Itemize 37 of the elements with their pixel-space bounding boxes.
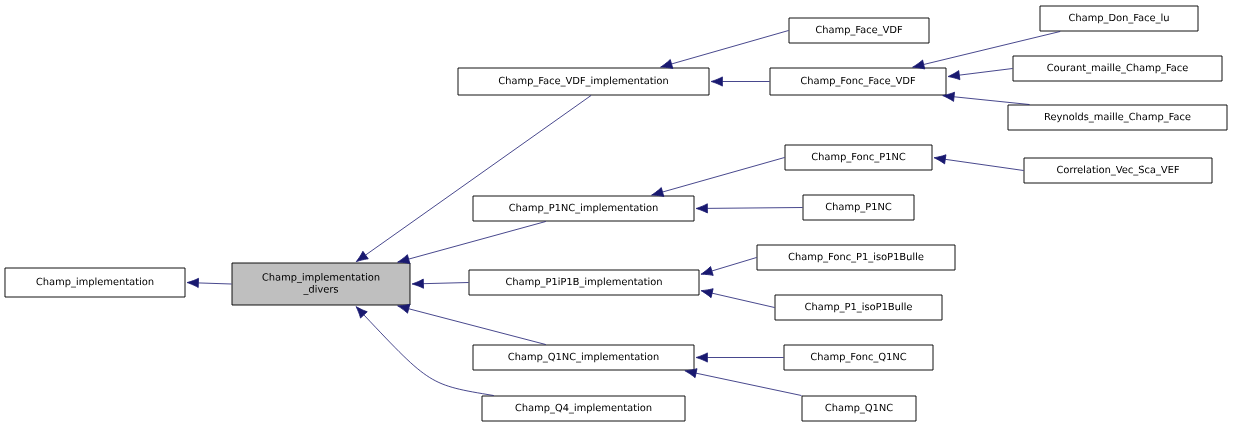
class-box: Champ_P1NC [802,194,915,221]
arrow [710,76,770,87]
arrow [411,278,469,289]
arrow [700,288,775,308]
arrow [355,95,592,263]
class-box: Champ_Fonc_Q1NC [783,344,934,371]
class-box: Champ_Face_VDF_implementation [457,67,710,96]
arrow [684,368,802,396]
class-box: Champ_implementation _divers [231,262,411,306]
class-box: Champ_Face_VDF [788,17,930,44]
class-box: Correlation_Vec_Sca_VEF [1023,157,1213,184]
arrow [355,306,495,396]
class-box: Champ_P1_isoP1Bulle [774,294,943,321]
arrow [933,154,1024,171]
arrow [700,257,757,276]
class-box: Champ_Q1NC_implementation [472,344,695,371]
arrow [912,31,1061,70]
class-box: Courant_maille_Champ_Face [1012,55,1223,82]
arrow [651,157,785,197]
arrow [942,91,1030,105]
class-box: Champ_Fonc_Face_VDF [769,67,947,96]
arrow [186,277,232,288]
class-box: Champ_P1iP1B_implementation [468,269,700,296]
arrow [695,203,803,214]
class-box: Champ_Fonc_P1_isoP1Bulle [756,244,956,271]
arrow [397,303,547,345]
arrow [397,221,547,264]
class-box: Champ_Q4_implementation [481,395,686,422]
class-box: Champ_Fonc_P1NC [784,144,933,171]
class-box: Champ_implementation [4,267,186,298]
class-box: Reynolds_maille_Champ_Face [1007,104,1228,131]
arrow [947,68,1013,81]
class-box: Champ_Q1NC [801,395,917,422]
arrow [660,30,789,69]
class-box: Champ_P1NC_implementation [472,195,695,222]
arrow [695,352,784,363]
class-box: Champ_Don_Face_lu [1039,5,1199,32]
